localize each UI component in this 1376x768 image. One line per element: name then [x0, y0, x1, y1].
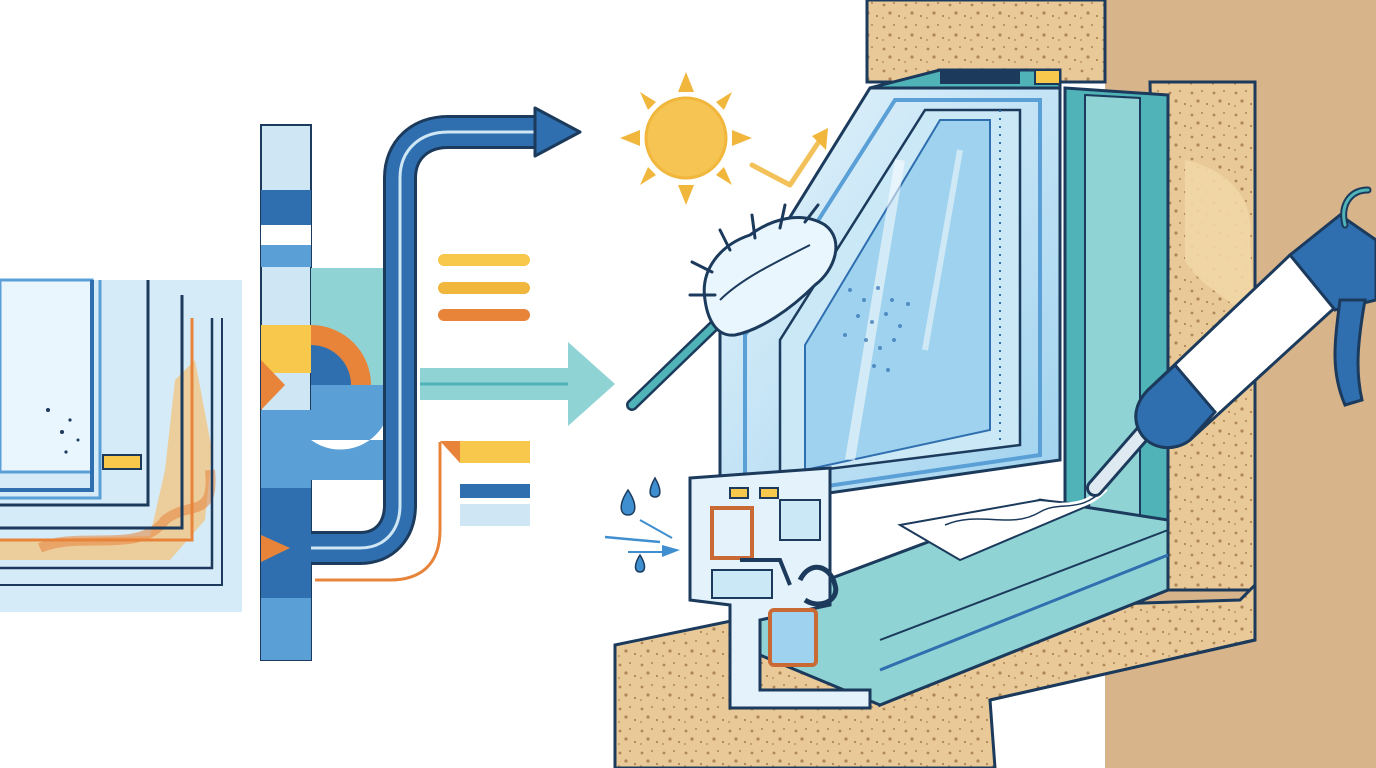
caulking-gun-icon — [1086, 186, 1376, 497]
dirt-speck — [64, 450, 68, 454]
profile-chamber-orange — [710, 506, 754, 560]
bar-amber — [438, 282, 530, 294]
brush-icon — [626, 203, 838, 411]
profile-chamber — [711, 569, 773, 599]
dirt-speck — [60, 430, 64, 434]
sill-top — [897, 498, 1091, 562]
profile-section — [688, 466, 872, 710]
jamb-highlight — [1185, 160, 1255, 330]
bar-group-bottom — [440, 441, 530, 526]
strip-marker — [261, 535, 290, 562]
condensation-dots — [843, 286, 910, 372]
bar-yellow — [438, 254, 530, 266]
glazing-bead — [759, 487, 779, 499]
profile-chamber-lower — [768, 608, 818, 667]
drain-channel — [740, 558, 792, 586]
corner-frame-outer — [0, 280, 150, 507]
damp-stain — [0, 360, 212, 560]
arrow-highlight — [311, 130, 540, 550]
water-drops-icon — [604, 476, 680, 573]
dirt-speck — [46, 408, 50, 412]
glazing-bead — [729, 487, 749, 499]
window-cutaway — [688, 68, 1170, 710]
arrow-right-icon — [568, 342, 615, 426]
arrow-up-right-icon — [749, 128, 828, 188]
corner-line-1 — [0, 295, 184, 530]
strip-band-yellow — [261, 325, 311, 373]
sun-icon — [620, 72, 752, 205]
bar-block-light — [460, 504, 530, 526]
strip-quarter-blue — [311, 345, 351, 385]
strip-triangle — [261, 360, 285, 410]
lintel-block — [865, 0, 1107, 84]
flow-arrow-top — [311, 106, 582, 565]
sill-frame-line-2 — [879, 553, 1169, 672]
orange-flow-line — [315, 442, 442, 582]
corner-detail — [0, 278, 242, 612]
corner-glass — [0, 278, 94, 474]
profile-chamber — [779, 499, 821, 541]
strip-lower-panel — [311, 385, 386, 480]
strip-arc-white — [311, 420, 386, 450]
glass-reflection — [845, 159, 905, 461]
corner-line-3 — [0, 318, 214, 570]
arrow-right-icon — [533, 106, 582, 158]
corner-line-2 — [0, 318, 194, 542]
top-seal — [1034, 69, 1061, 85]
top-gasket — [940, 70, 1020, 84]
strip-band-dark — [261, 190, 311, 225]
corner-line-4 — [0, 318, 223, 586]
corner-seal — [102, 454, 142, 470]
bar-block-blue — [460, 484, 530, 498]
strip-band-bottom — [261, 598, 311, 660]
bar-block-yellow — [460, 441, 530, 463]
corner-frame-mid — [0, 280, 102, 500]
bar-group-top — [438, 254, 530, 321]
strip-band-mid — [261, 245, 311, 267]
corner-frame-inner — [0, 280, 94, 492]
sill-edge — [989, 638, 1256, 702]
dirt-speck — [76, 438, 80, 442]
glass-pane-core — [804, 119, 991, 472]
sealant-bead-outline — [944, 487, 1106, 526]
strip-band-white — [261, 225, 311, 245]
dirt-speck — [68, 418, 72, 422]
bar-corner — [440, 441, 460, 463]
sill-frame-line — [879, 529, 1169, 641]
strip-band-blue — [261, 410, 311, 488]
flow-arrow-middle — [420, 342, 615, 426]
glass-reflection — [922, 149, 963, 351]
gasket-seal — [797, 565, 839, 607]
layer-strip — [260, 124, 386, 661]
bar-orange — [438, 309, 530, 321]
